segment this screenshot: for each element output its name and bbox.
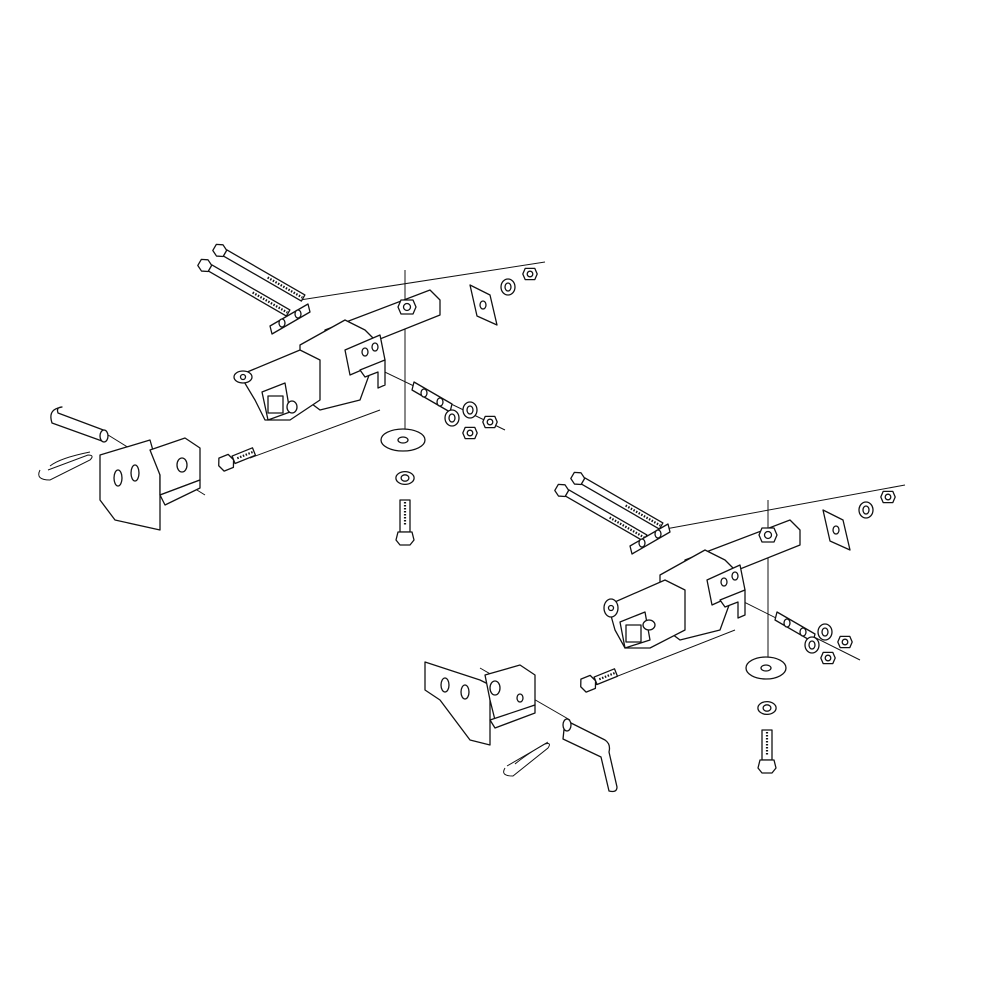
mount-bracket — [100, 438, 200, 530]
center-line — [660, 485, 905, 530]
carriage-bolt — [758, 730, 776, 773]
hitch-pin — [563, 719, 617, 792]
hex-nut — [820, 651, 836, 665]
square-plate — [470, 285, 497, 325]
lock-washer — [462, 401, 478, 419]
lock-washer — [444, 409, 460, 427]
hex-nut — [758, 527, 778, 543]
flat-washer — [381, 429, 425, 451]
lock-washer — [858, 501, 874, 519]
hitch-pin — [51, 407, 108, 442]
hex-nut — [837, 635, 853, 649]
center-line — [595, 630, 735, 685]
hex-nut — [522, 267, 538, 281]
short-bolt — [578, 666, 618, 693]
receiver-tube — [234, 350, 320, 420]
hex-nut — [880, 490, 896, 504]
flat-washer — [746, 657, 786, 679]
lock-washer — [395, 470, 415, 486]
carriage-bolt — [396, 500, 414, 545]
bolt-plate — [411, 381, 453, 413]
receiver-tube — [604, 580, 685, 648]
hex-nut — [397, 299, 417, 315]
lock-washer — [757, 700, 777, 716]
hex-nut — [482, 415, 498, 429]
lock-washer — [500, 278, 516, 296]
center-line — [300, 262, 545, 300]
hair-pin-clip — [39, 452, 92, 480]
lock-washer — [804, 636, 820, 654]
hitch-assembly-upper-left — [39, 240, 545, 545]
square-plate — [823, 510, 850, 550]
lock-washer — [817, 623, 833, 641]
hair-pin-clip — [504, 742, 550, 776]
center-line — [250, 410, 380, 458]
short-bolt — [216, 445, 256, 472]
hex-nut — [462, 426, 478, 440]
mount-bracket — [425, 662, 535, 745]
hitch-assembly-lower-right — [425, 468, 905, 792]
